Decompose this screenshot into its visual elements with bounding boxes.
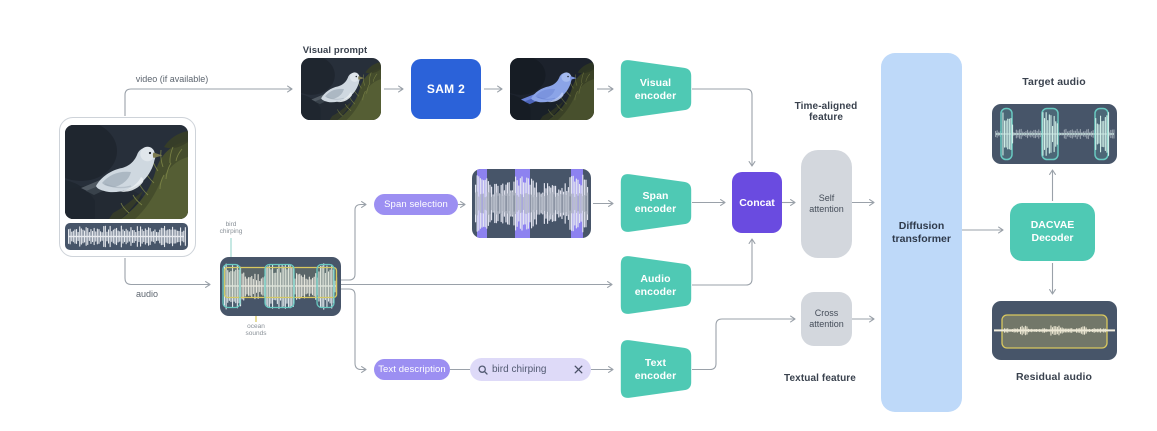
self-attention-node: Self attention bbox=[801, 150, 852, 258]
visual-encoder-shape bbox=[620, 60, 692, 118]
residual-audio-waveform bbox=[992, 301, 1117, 360]
cross-attention-label: Cross attention bbox=[809, 308, 844, 329]
target-audio-waveform bbox=[992, 104, 1117, 164]
text-description-node: Text description bbox=[374, 359, 450, 380]
search-icon bbox=[478, 364, 488, 375]
annotated-audio-waveform bbox=[220, 257, 341, 316]
span-encoder-label: Span encoder bbox=[620, 190, 691, 215]
residual-audio-label: Residual audio bbox=[1015, 371, 1093, 383]
search-input[interactable]: bird chirping bbox=[470, 358, 591, 381]
text-encoder-label: Text encoder bbox=[620, 357, 691, 382]
span-waveform-image bbox=[472, 169, 591, 238]
span-selection-node: Span selection bbox=[374, 194, 458, 215]
sam2-node: SAM 2 bbox=[411, 59, 481, 119]
segmented-bird-image bbox=[510, 58, 594, 120]
span-encoder-text: Span encoder bbox=[634, 190, 677, 215]
span-encoder-shape bbox=[620, 174, 692, 232]
bird-chirping-annotation: bird chirping bbox=[219, 221, 243, 235]
search-query-text: bird chirping bbox=[492, 364, 547, 375]
textual-feature-label: Textual feature bbox=[784, 373, 856, 384]
ocean-sounds-annotation: ocean sounds bbox=[245, 323, 267, 337]
clear-search-icon[interactable] bbox=[574, 365, 583, 374]
diffusion-transformer-node: Diffusion transformer bbox=[881, 53, 962, 412]
audio-encoder-label: Audio encoder bbox=[620, 273, 691, 298]
concat-node: Concat bbox=[732, 172, 782, 233]
audio-encoder-shape bbox=[620, 256, 692, 314]
text-encoder-text: Text encoder bbox=[634, 357, 677, 382]
edge-label-video: video (if available) bbox=[135, 74, 209, 84]
visual-prompt-label: Visual prompt bbox=[302, 45, 368, 56]
edge-label-audio: audio bbox=[135, 289, 159, 299]
visual-prompt-image bbox=[301, 58, 381, 120]
dacvae-decoder-label: DACVAE Decoder bbox=[1030, 219, 1075, 244]
target-audio-label: Target audio bbox=[1022, 76, 1086, 88]
time-aligned-feature-label: Time-aligned feature bbox=[794, 101, 858, 123]
input-audio-waveform bbox=[65, 223, 188, 250]
audio-encoder-text: Audio encoder bbox=[634, 273, 677, 298]
input-video-frame-image bbox=[65, 125, 188, 219]
cross-attention-node: Cross attention bbox=[801, 292, 852, 346]
diffusion-transformer-label: Diffusion transformer bbox=[892, 219, 951, 245]
self-attention-label: Self attention bbox=[809, 193, 844, 214]
text-encoder-shape bbox=[620, 340, 692, 398]
visual-encoder-text: Visual encoder bbox=[634, 77, 677, 102]
visual-encoder-label: Visual encoder bbox=[620, 77, 691, 102]
dacvae-decoder-node: DACVAE Decoder bbox=[1010, 203, 1095, 261]
